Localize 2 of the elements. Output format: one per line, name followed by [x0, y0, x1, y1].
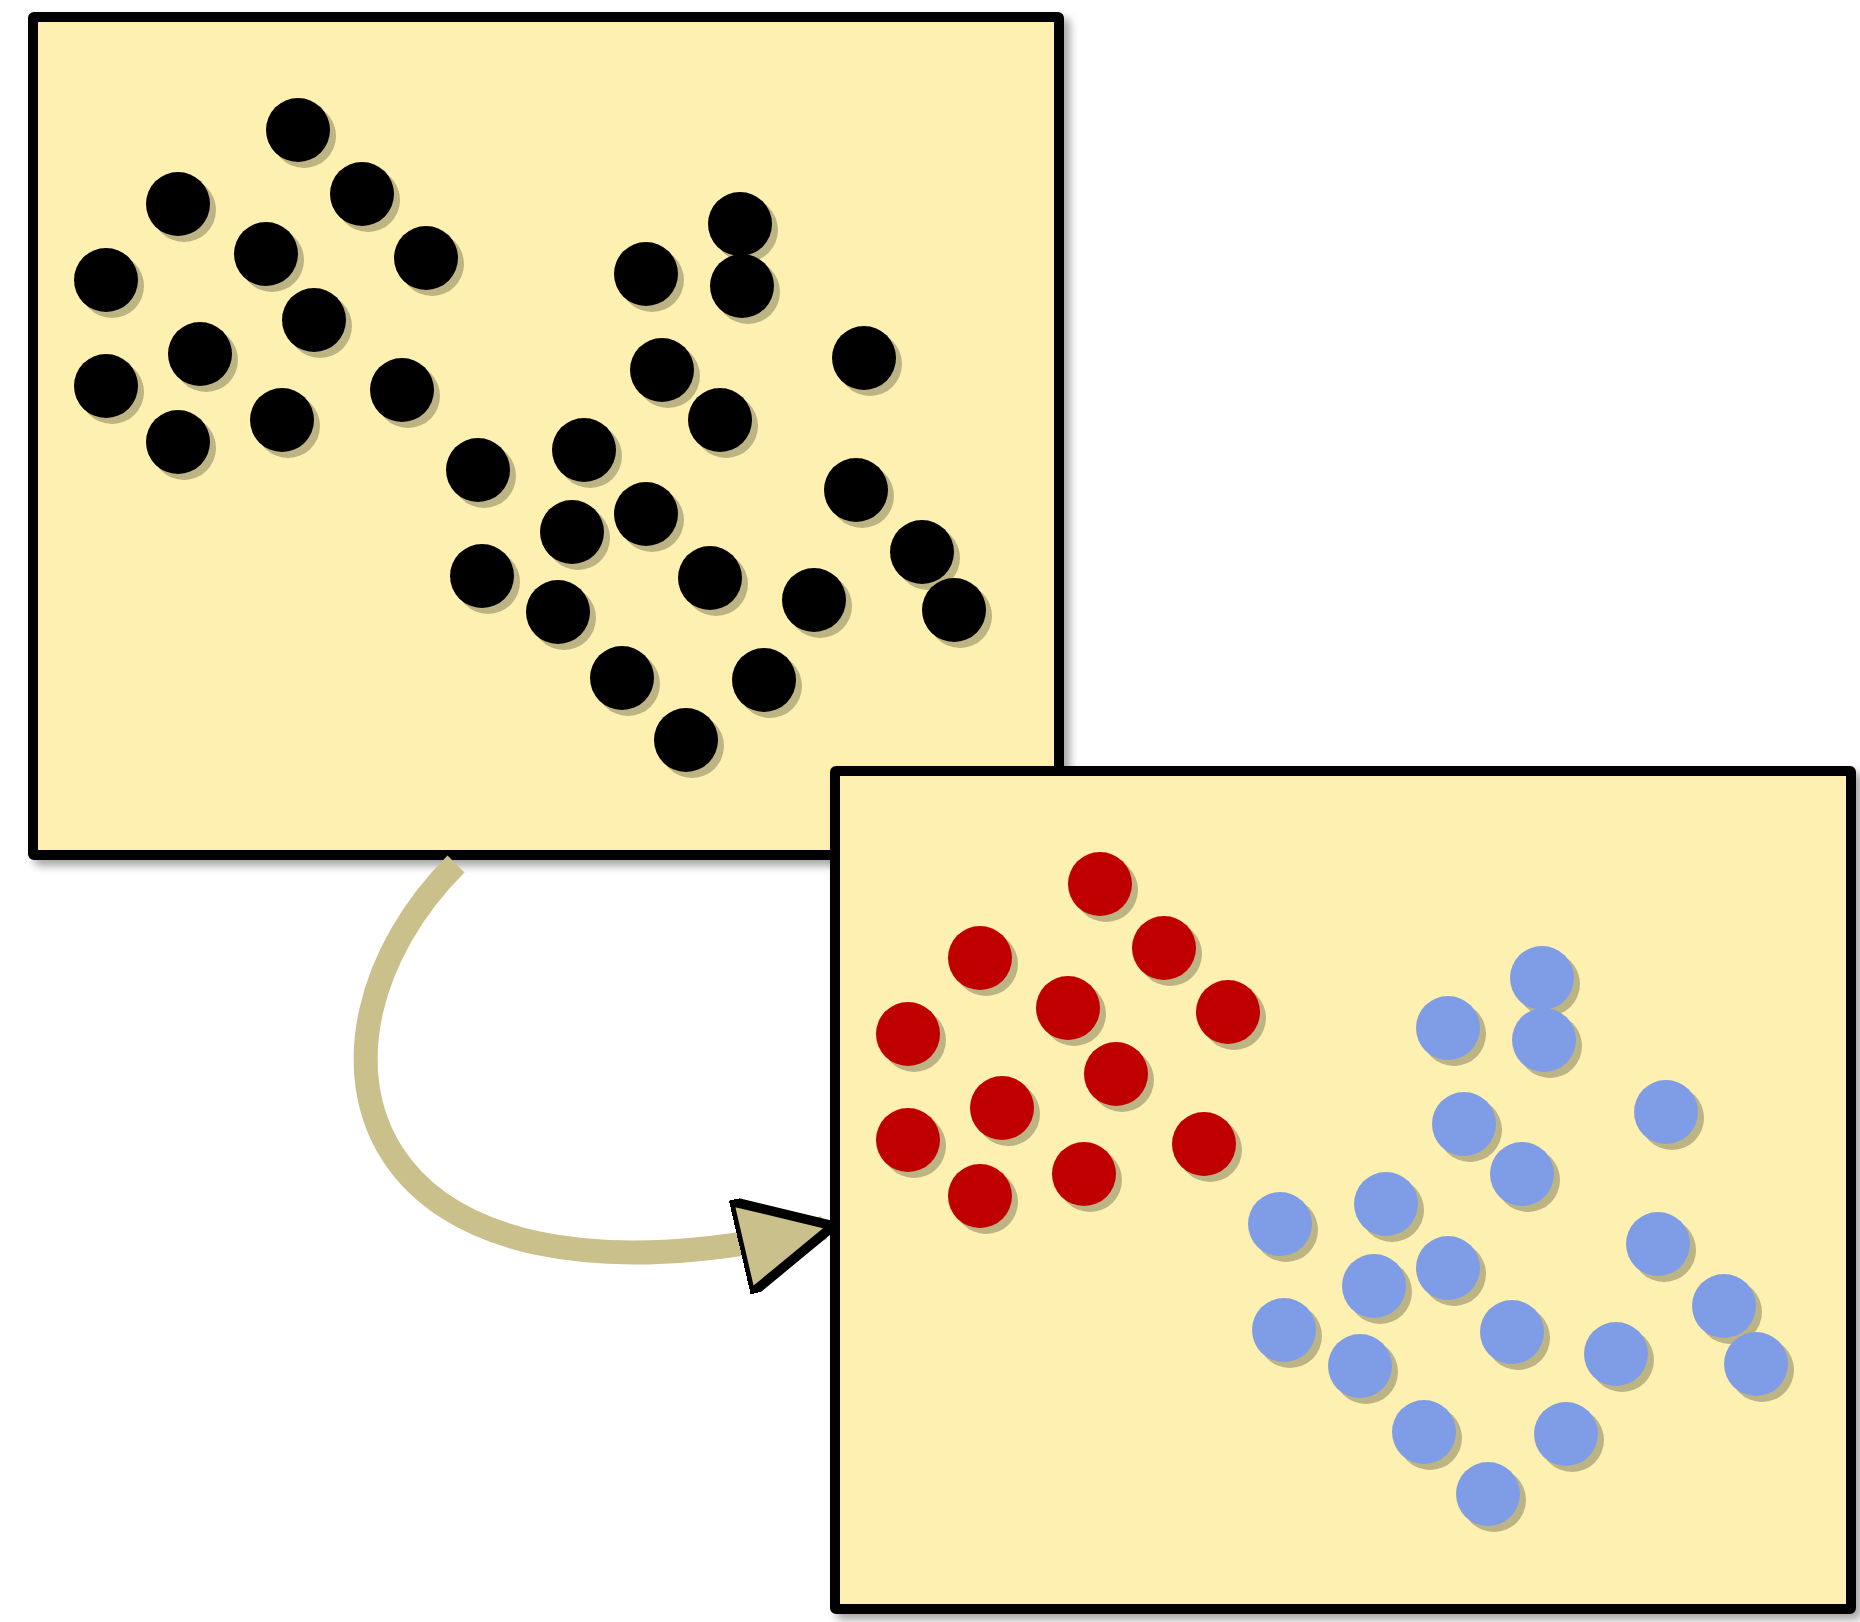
scatter-panel — [830, 766, 1856, 1614]
scatter-panel — [28, 12, 1064, 860]
